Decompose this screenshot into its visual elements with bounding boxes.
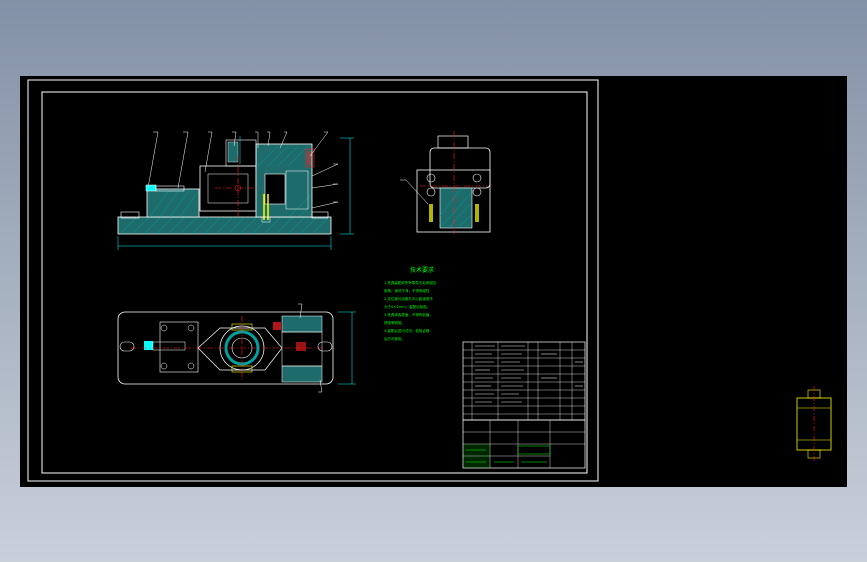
fixture-assembly-drawing: 技术要求 1.夹具装配前所有零件去毛刺锐边 倒角，清洗干净，不得有磁性 2.定位… bbox=[27, 79, 832, 482]
notes-title: 技术要求 bbox=[410, 266, 434, 274]
technical-notes: 技术要求 1.夹具装配前所有零件去毛刺锐边 倒角，清洗干净，不得有磁性 2.定位… bbox=[384, 266, 437, 341]
sheet-outer-border bbox=[27, 79, 599, 482]
top-view bbox=[117, 303, 356, 393]
parts-list bbox=[462, 341, 586, 421]
side-view bbox=[400, 131, 491, 234]
notes-line-3: 2.定位销与钻套孔中心距误差不 bbox=[384, 296, 433, 301]
notes-line-8: 后方可使用。 bbox=[384, 336, 405, 341]
sheet-inner-border bbox=[41, 91, 588, 474]
notes-line-2: 倒角，清洗干净，不得有磁性 bbox=[384, 288, 430, 293]
front-view bbox=[117, 131, 354, 250]
notes-line-1: 1.夹具装配前所有零件去毛刺锐边 bbox=[384, 280, 437, 285]
notes-line-7: 4.装配后进行试切，检验合格 bbox=[384, 328, 430, 333]
detail-part-view bbox=[796, 386, 832, 462]
notes-line-4: 大于0.02mm，装配后检验。 bbox=[384, 304, 430, 309]
notes-line-6: 锈蚀等缺陷。 bbox=[384, 320, 405, 325]
cad-drawing-viewport[interactable]: 技术要求 1.夹具装配前所有零件去毛刺锐边 倒角，清洗干净，不得有磁性 2.定位… bbox=[20, 76, 847, 487]
title-block bbox=[462, 419, 586, 469]
notes-line-5: 3.夹具体各表面，不得有划痕， bbox=[384, 312, 433, 317]
